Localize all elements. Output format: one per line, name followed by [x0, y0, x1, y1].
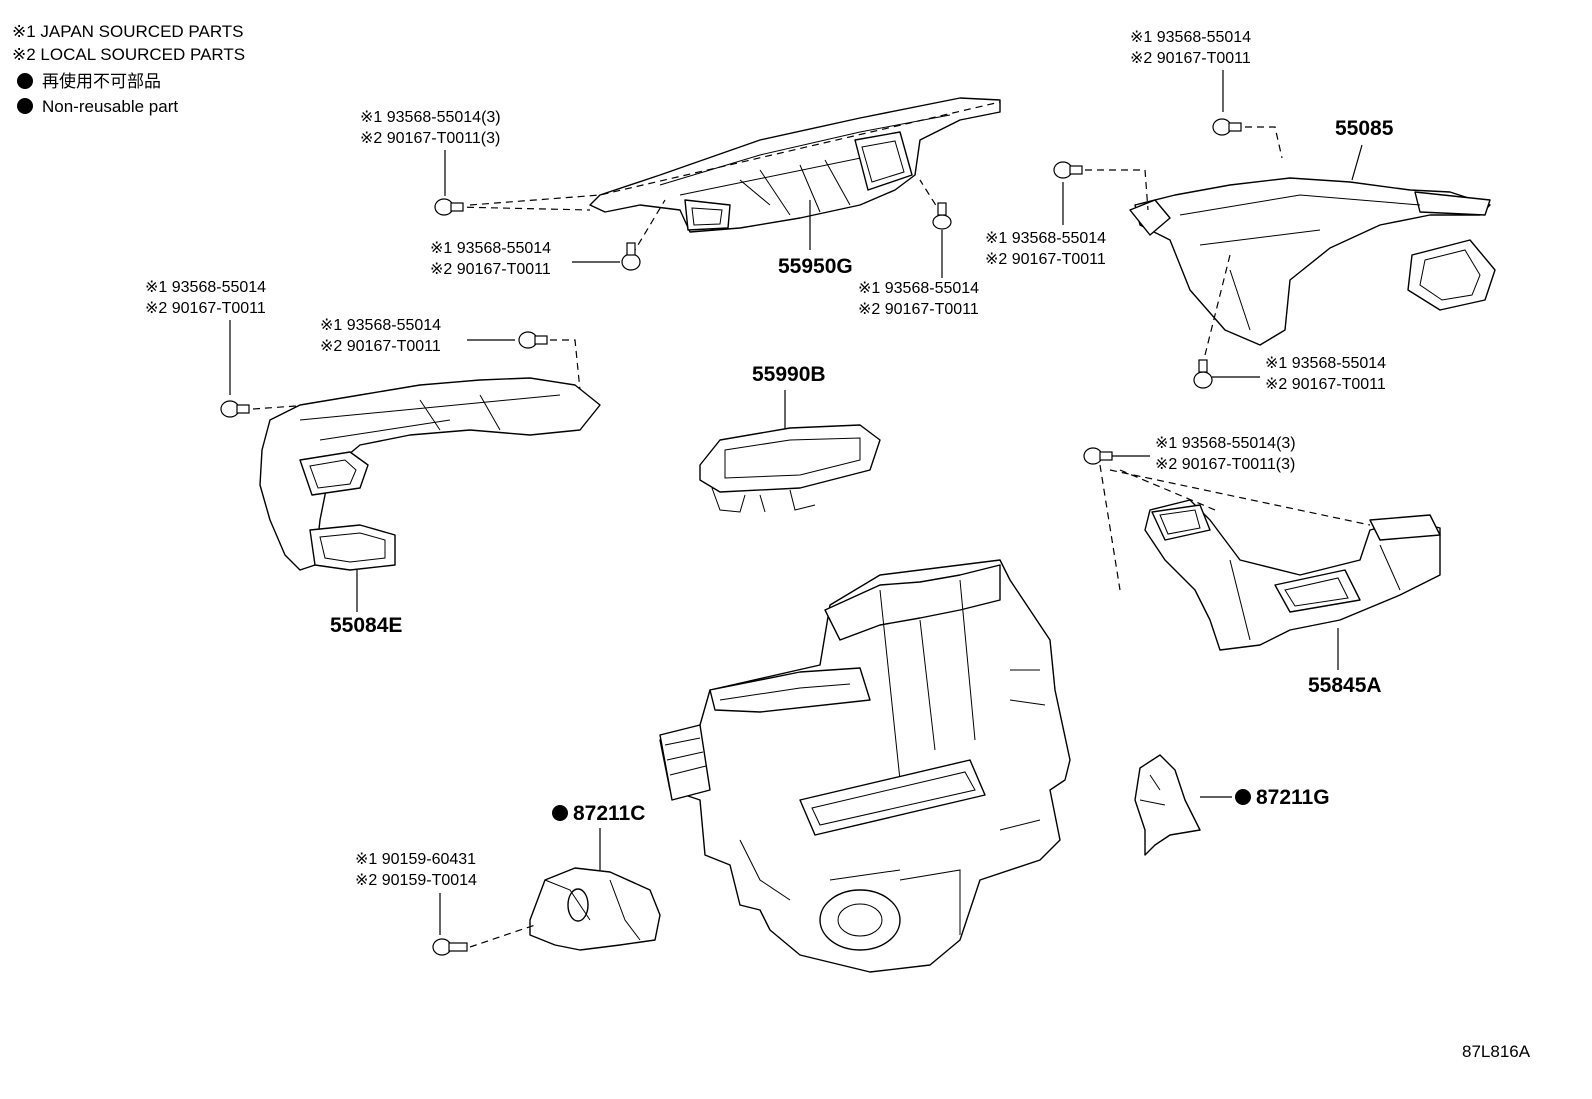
fastener-code: ※2 90167-T0011: [430, 261, 551, 278]
fastener-code: ※1 93568-55014(3): [360, 109, 501, 126]
non-reusable-dot-icon: [17, 98, 33, 114]
bolt-icon: [1212, 118, 1242, 136]
part-number-55084e: 55084E: [330, 614, 402, 637]
part-55990b-drawing: [699, 424, 881, 513]
diagram-reference-code: 87L816A: [1462, 1042, 1531, 1061]
fastener-guide-line: [1099, 464, 1371, 591]
bolt-icon: [1083, 447, 1113, 465]
fastener-code: ※1 93568-55014(3): [1155, 435, 1296, 452]
duct-55950g-drawing: [589, 97, 1001, 233]
hvac-unit-drawing: [659, 559, 1071, 973]
bolt-icon: [220, 400, 250, 418]
part-number-55085: 55085: [1335, 117, 1394, 140]
legend-non-reusable-en: Non-reusable part: [42, 97, 178, 116]
fastener-code: ※2 90167-T0011: [1265, 376, 1386, 393]
fastener-code: ※1 93568-55014: [1130, 29, 1251, 46]
fastener-guide-line: [550, 339, 581, 391]
fastener-code: ※1 93568-55014: [858, 280, 979, 297]
fastener-guide-line: [631, 199, 666, 256]
fastener-guide-line: [1085, 169, 1149, 211]
fastener-guide-line: [1204, 254, 1231, 356]
bolt-icon: [1193, 359, 1213, 389]
part-87211c-drawing: [529, 867, 661, 951]
fastener-code: ※2 90167-T0011: [858, 301, 979, 318]
fastener-code: ※1 93568-55014: [1265, 355, 1386, 372]
leader-line: [1351, 144, 1363, 181]
fastener-code: ※2 90167-T0011: [985, 251, 1106, 268]
screw-icon: [432, 938, 468, 956]
fastener-code: ※2 90167-T0011(3): [1155, 456, 1295, 473]
fastener-guide-line: [454, 101, 1001, 211]
fastener-code: ※2 90167-T0011: [1130, 50, 1251, 67]
bolt-icon: [1053, 161, 1083, 179]
legend-local-sourced: ※2 LOCAL SOURCED PARTS: [12, 45, 245, 64]
legend-non-reusable-jp: 再使用不可部品: [42, 71, 161, 91]
duct-55084e-drawing: [259, 377, 601, 571]
fastener-code: ※1 93568-55014: [320, 317, 441, 334]
fastener-code: ※2 90167-T0011: [145, 300, 266, 317]
part-number-55950g: 55950G: [778, 255, 853, 278]
part-number-55845a: 55845A: [1308, 674, 1382, 697]
non-reusable-dot-icon: [17, 73, 33, 89]
bolt-icon: [434, 198, 464, 216]
bolt-icon: [932, 202, 952, 230]
bolt-icon: [518, 331, 548, 349]
fastener-code: ※1 93568-55014: [145, 279, 266, 296]
part-number-55990b: 55990B: [752, 363, 826, 386]
fastener-guide-line: [1245, 126, 1283, 159]
fastener-code: ※2 90167-T0011: [320, 338, 441, 355]
duct-55085-drawing: [1129, 177, 1496, 346]
part-number-87211c: 87211C: [573, 802, 645, 825]
non-reusable-dot-icon: [1235, 789, 1251, 805]
part-number-87211g: 87211G: [1256, 786, 1330, 809]
fastener-code: ※2 90167-T0011(3): [360, 130, 500, 147]
fastener-code: ※1 90159-60431: [355, 851, 476, 868]
fastener-code: ※2 90159-T0014: [355, 872, 477, 889]
fastener-guide-line: [252, 404, 311, 410]
bolt-icon: [621, 242, 641, 271]
fastener-guide-line: [469, 924, 536, 948]
non-reusable-dot-icon: [552, 805, 568, 821]
fastener-code: ※1 93568-55014: [430, 240, 551, 257]
part-87211g-drawing: [1134, 754, 1201, 856]
fastener-code: ※1 93568-55014: [985, 230, 1106, 247]
legend-japan-sourced: ※1 JAPAN SOURCED PARTS: [12, 22, 244, 41]
duct-55845a-drawing: [1144, 499, 1441, 651]
legend: ※1 JAPAN SOURCED PARTS ※2 LOCAL SOURCED …: [12, 22, 245, 116]
